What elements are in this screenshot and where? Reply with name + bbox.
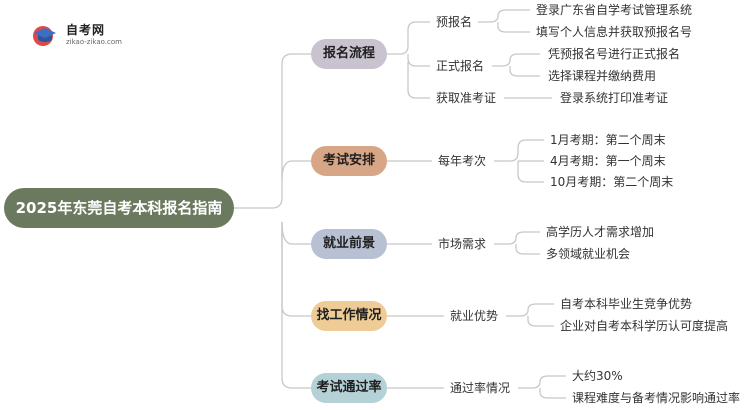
leaf-node: 4月考期：第一个周末 bbox=[550, 154, 666, 168]
leaf-node: 登录广东省自学考试管理系统 bbox=[536, 3, 693, 17]
branch-career-prospects: 就业前景 bbox=[311, 229, 387, 259]
sub-formal-registration: 正式报名 bbox=[436, 59, 485, 73]
leaf-node: 课程难度与备考情况影响通过率 bbox=[572, 391, 741, 405]
site-logo[interactable]: 自考网 zikao-zikao.com bbox=[30, 20, 140, 52]
leaf-node: 登录系统打印准考证 bbox=[560, 91, 669, 105]
leaf-node: 多领域就业机会 bbox=[546, 247, 631, 261]
graduation-cap-icon bbox=[33, 26, 56, 46]
branch-exam-schedule: 考试安排 bbox=[311, 146, 387, 176]
leaf-node: 填写个人信息并获取预报名号 bbox=[536, 25, 693, 39]
sub-pass-rate-status: 通过率情况 bbox=[450, 381, 511, 395]
branch-job-situation: 找工作情况 bbox=[311, 301, 387, 331]
sub-exams-per-year: 每年考次 bbox=[438, 154, 487, 168]
leaf-node: 10月考期：第二个周末 bbox=[550, 175, 674, 189]
leaf-node: 自考本科毕业生竞争优势 bbox=[560, 297, 693, 311]
sub-market-demand: 市场需求 bbox=[438, 237, 487, 251]
sub-admission-ticket: 获取准考证 bbox=[436, 91, 497, 105]
branch-registration-process: 报名流程 bbox=[311, 39, 387, 69]
root-node: 2025年东莞自考本科报名指南 bbox=[4, 188, 234, 228]
leaf-node: 高学历人才需求增加 bbox=[546, 225, 655, 239]
sub-employment-advantage: 就业优势 bbox=[450, 309, 499, 323]
logo-title: 自考网 bbox=[66, 23, 106, 37]
leaf-node: 大约30% bbox=[572, 369, 623, 383]
leaf-node: 凭预报名号进行正式报名 bbox=[548, 47, 681, 61]
leaf-node: 企业对自考本科学历认可度提高 bbox=[560, 319, 729, 333]
logo-subtitle: zikao-zikao.com bbox=[66, 38, 122, 46]
leaf-node: 选择课程并缴纳费用 bbox=[548, 69, 657, 83]
sub-pre-registration: 预报名 bbox=[436, 15, 473, 29]
branch-pass-rate: 考试通过率 bbox=[311, 373, 387, 403]
leaf-node: 1月考期：第二个周末 bbox=[550, 133, 666, 147]
